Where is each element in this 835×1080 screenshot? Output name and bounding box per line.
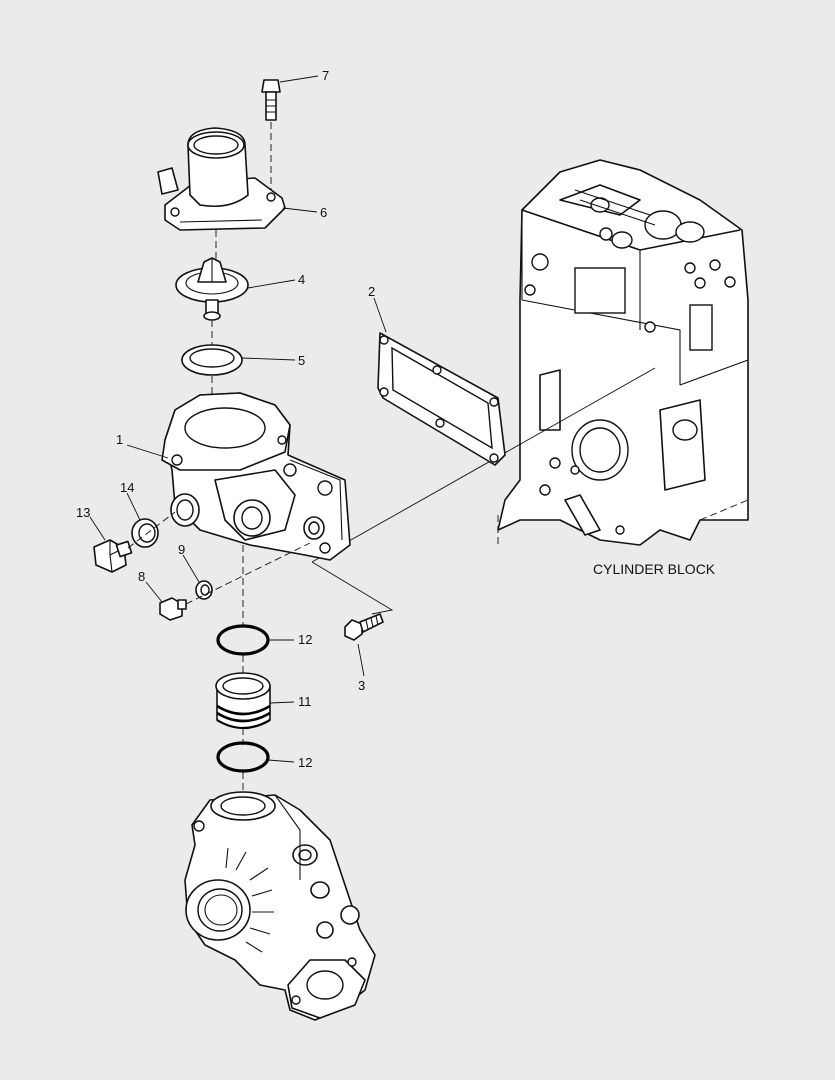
- callout-12-lower: 12: [298, 755, 312, 770]
- callout-7: 7: [322, 68, 329, 83]
- axis-line-plug-13: [127, 511, 176, 549]
- callout-9: 9: [178, 542, 185, 557]
- callout-8: 8: [138, 569, 145, 584]
- alignment-line-block: [311, 367, 656, 563]
- cylinder-block-label: CYLINDER BLOCK: [593, 561, 716, 577]
- o-ring-part-12-lower: [216, 741, 270, 773]
- callout-13: 13: [76, 505, 90, 520]
- callout-3: 3: [358, 678, 365, 693]
- callout-5: 5: [298, 353, 305, 368]
- callout-11: 11: [298, 694, 312, 709]
- callout-14: 14: [120, 480, 134, 495]
- thermostat-cover-part-6: [157, 127, 286, 231]
- leader-bolt-3-axis: [311, 561, 394, 615]
- callout-leaders: [89, 75, 387, 763]
- callout-2: 2: [368, 284, 375, 299]
- axis-line-plug-8: [185, 542, 311, 605]
- gasket-part-5: [181, 344, 243, 376]
- gasket-part-2: [377, 332, 506, 466]
- bolt-part-7: [261, 79, 281, 121]
- bolt-part-3: [344, 613, 384, 641]
- plug-part-8: [159, 597, 187, 621]
- o-ring-part-12-upper: [216, 624, 270, 656]
- cylinder-block-illustration: [497, 159, 749, 546]
- thermostat-part-4: [175, 257, 249, 321]
- washer-part-9: [195, 580, 213, 600]
- callout-12-upper: 12: [298, 632, 312, 647]
- callout-4: 4: [298, 272, 305, 287]
- connector-pipe-part-11: [215, 672, 271, 730]
- thermostat-housing-part-1: [161, 392, 351, 561]
- callout-6: 6: [320, 205, 327, 220]
- plug-part-13: [93, 539, 133, 573]
- water-pump-illustration: [184, 791, 376, 1021]
- callout-1: 1: [116, 432, 123, 447]
- washer-part-14: [131, 518, 159, 548]
